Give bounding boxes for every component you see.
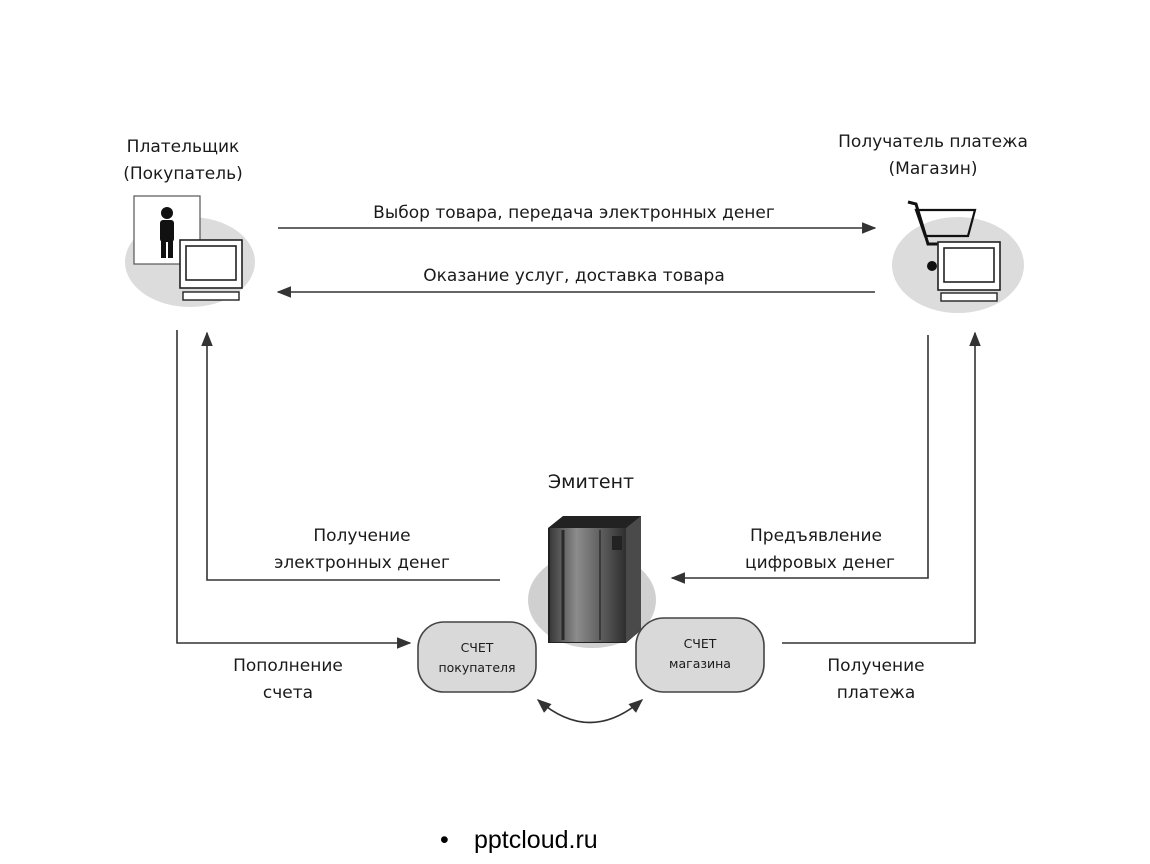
present-label-line1: Предъявление [750, 526, 882, 546]
left-flows: Получение электронных денег Пополнение с… [176, 330, 500, 703]
buyer-account-line1: СЧЕТ [461, 640, 494, 655]
topup-label-line2: счета [263, 683, 313, 703]
buyer-account-line2: покупателя [438, 660, 515, 675]
payer-title-line2: (Покупатель) [123, 164, 243, 184]
payment-label-line1: Получение [827, 656, 924, 676]
recipient-title-line2: (Магазин) [889, 159, 978, 179]
issuer-title: Эмитент [548, 471, 634, 493]
receive-money-label-line2: электронных денег [274, 553, 450, 573]
payer-computer-icon [179, 239, 243, 301]
arrow-to-payer-label: Оказание услуг, доставка товара [423, 266, 725, 286]
server-icon [548, 516, 641, 643]
shop-account: СЧЕТ магазина [635, 617, 765, 693]
payment-label-line2: платежа [837, 683, 916, 703]
arrow-present-money [670, 335, 929, 584]
payer-node: Плательщик (Покупатель) [123, 137, 255, 307]
footer-source: • pptcloud.ru [440, 826, 598, 855]
arrow-receive-payment [782, 331, 981, 644]
right-flows: Предъявление цифровых денег Получение пл… [670, 331, 981, 703]
footer-bullet: • [440, 826, 449, 854]
payer-title-line1: Плательщик [127, 137, 240, 157]
issuer-node: Эмитент [528, 471, 656, 648]
arrow-to-recipient-label: Выбор товара, передача электронных денег [373, 203, 775, 223]
topup-label-line1: Пополнение [233, 656, 343, 676]
present-label-line2: цифровых денег [745, 553, 895, 573]
recipient-title-line1: Получатель платежа [838, 132, 1028, 152]
recipient-computer-icon [937, 241, 1001, 302]
arrow-receive-money [201, 331, 500, 581]
shop-account-line2: магазина [669, 656, 731, 671]
arrow-topup [176, 330, 412, 649]
recipient-node: Получатель платежа (Магазин) [838, 132, 1028, 313]
account-transfer-arrow [536, 699, 644, 724]
top-arrows: Выбор товара, передача электронных денег… [276, 203, 877, 298]
footer-text[interactable]: pptcloud.ru [474, 826, 598, 854]
buyer-account: СЧЕТ покупателя [417, 621, 537, 693]
receive-money-label-line1: Получение [313, 526, 410, 546]
shop-account-line1: СЧЕТ [684, 636, 717, 651]
